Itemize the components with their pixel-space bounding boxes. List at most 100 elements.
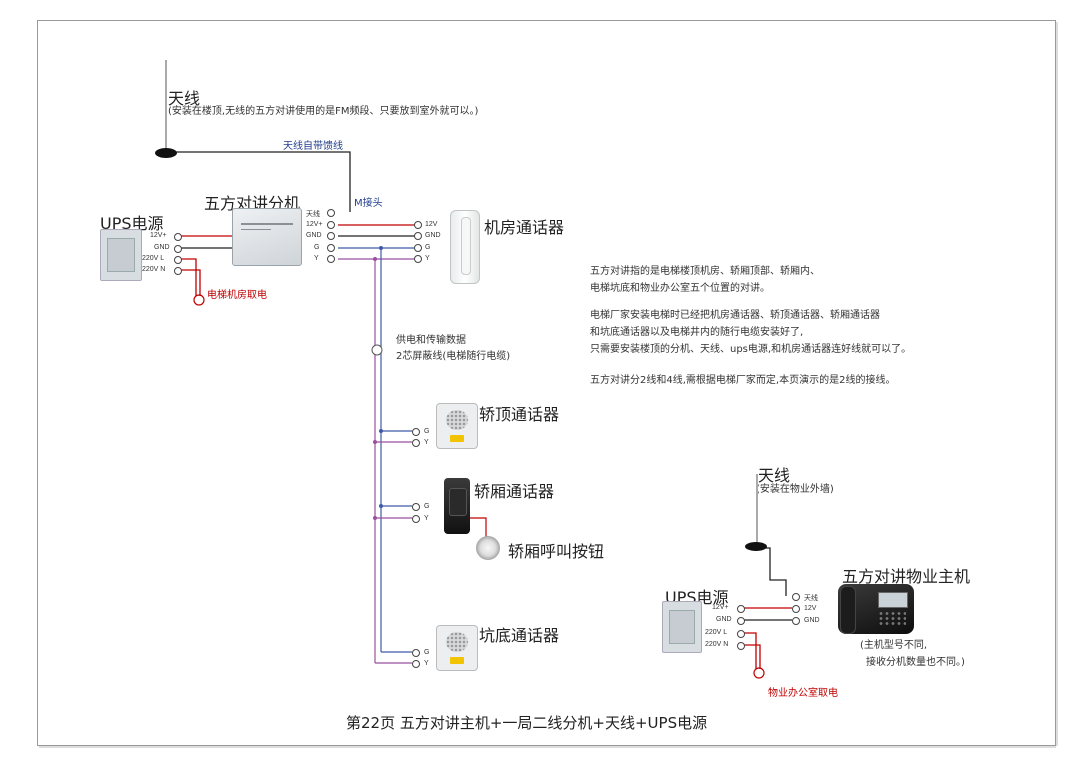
ups-right-term-3: 220V N xyxy=(705,641,729,648)
ups-right-power-note: 物业办公室取电 xyxy=(768,688,838,699)
split-term-r2: GND xyxy=(306,232,322,239)
cartop-terminal-icon xyxy=(412,439,420,447)
machine-room-phone xyxy=(450,210,480,284)
page-shadow-bottom xyxy=(39,746,1056,748)
split-terminal-icon xyxy=(327,232,335,240)
car-intercom-device xyxy=(444,478,470,534)
wire-ups-220l xyxy=(180,258,197,296)
pit-title: 坑底通话器 xyxy=(479,626,560,645)
antenna-top-title: 天线 xyxy=(168,89,201,108)
split-term-r3: G xyxy=(314,244,320,251)
wire-ups2-220n xyxy=(744,644,761,669)
cable-marker xyxy=(371,344,383,356)
desc-line: 只需要安装楼顶的分机、天线、ups电源,和机房通话器连好线就可以了。 xyxy=(590,344,912,355)
page-shadow-right xyxy=(1056,22,1058,746)
car-terminal-icon xyxy=(412,515,420,523)
host-term-2: GND xyxy=(804,617,820,624)
antenna-top-note: (安装在楼顶,无线的五方对讲使用的是FM频段、只要放到室外就可以。) xyxy=(168,106,479,117)
ups-left-device xyxy=(100,229,142,281)
car-top-title: 轿顶通话器 xyxy=(479,405,560,424)
desc-line: 电梯厂家安装电梯时已经把机房通话器、轿顶通话器、轿厢通话器 xyxy=(590,310,880,321)
host-term-0: 天线 xyxy=(804,595,818,602)
cartop-term-0: G xyxy=(424,428,430,435)
desc-line: 和坑底通话器以及电梯井内的随行电缆安装好了, xyxy=(590,327,804,338)
mr-terminal-icon xyxy=(414,221,422,229)
pit-term-1: Y xyxy=(424,660,429,667)
split-term-r0: 天线 xyxy=(306,211,320,218)
mr-term-3: Y xyxy=(425,255,430,262)
car-term-1: Y xyxy=(424,515,429,522)
split-term-r4: Y xyxy=(314,255,319,262)
pit-terminal-icon xyxy=(412,660,420,668)
feeder-right xyxy=(756,547,787,596)
page-caption: 第22页 五方对讲主机+一局二线分机+天线+UPS电源 xyxy=(346,714,708,732)
ups-terminal-icon xyxy=(174,256,182,264)
mr-term-1: GND xyxy=(425,232,441,239)
mr-terminal-icon xyxy=(414,232,422,240)
mr-terminal-icon xyxy=(414,244,422,252)
car-top-speaker xyxy=(436,403,478,449)
host-note-2: 接收分机数量也不同。) xyxy=(866,657,965,668)
antenna-right-note: (安装在物业外墙) xyxy=(756,484,834,495)
mr-term-0: 12V xyxy=(425,221,438,228)
desc-line: 电梯坑底和物业办公室五个位置的对讲。 xyxy=(590,283,770,294)
power-plug-right xyxy=(753,667,765,679)
car-title: 轿厢通话器 xyxy=(474,482,555,501)
split-terminal-icon xyxy=(327,221,335,229)
host-title: 五方对讲物业主机 xyxy=(842,567,971,586)
car-term-0: G xyxy=(424,503,430,510)
antenna-base-right xyxy=(745,542,767,551)
feeder-label: 天线自带馈线 xyxy=(283,141,343,152)
mr-terminal-icon xyxy=(414,255,422,263)
cable-label-1: 供电和传输数据 xyxy=(396,335,466,346)
car-terminal-icon xyxy=(412,503,420,511)
connector-label: M接头 xyxy=(354,198,383,209)
cartop-term-1: Y xyxy=(424,439,429,446)
ups2-terminal-icon xyxy=(737,630,745,638)
desc-line: 五方对讲指的是电梯楼顶机房、轿厢顶部、轿厢内、 xyxy=(590,266,820,277)
host-term-1: 12V xyxy=(804,605,817,612)
desc-line: 五方对讲分2线和4线,需根据电梯厂家而定,本页演示的是2线的接线。 xyxy=(590,375,896,386)
page-border xyxy=(37,20,1056,746)
antenna-rod-right xyxy=(756,474,758,544)
split-terminal-icon xyxy=(327,255,335,263)
cartop-terminal-icon xyxy=(412,428,420,436)
ups2-terminal-icon xyxy=(737,617,745,625)
machine-room-title: 机房通话器 xyxy=(484,218,565,237)
ups-right-term-0: 12V+ xyxy=(712,604,729,611)
ups-right-term-2: 220V L xyxy=(705,629,728,636)
pit-terminal-icon xyxy=(412,649,420,657)
splitter-device xyxy=(232,208,302,266)
ups-terminal-icon xyxy=(174,245,182,253)
host-terminal-icon xyxy=(792,617,800,625)
ups-terminal-icon xyxy=(174,233,182,241)
feeder-top xyxy=(172,151,351,212)
antenna-right-title: 天线 xyxy=(758,466,791,485)
ups2-terminal-icon xyxy=(737,642,745,650)
ups-right-term-1: GND xyxy=(716,616,732,623)
call-button-title: 轿厢呼叫按钮 xyxy=(508,542,605,561)
host-note-1: (主机型号不同, xyxy=(860,640,928,651)
host-terminal-icon xyxy=(792,593,800,601)
ups2-terminal-icon xyxy=(737,605,745,613)
antenna-rod-top xyxy=(165,60,167,152)
ups-left-term-1: GND xyxy=(154,244,170,251)
ups-left-title: UPS电源 xyxy=(100,214,164,233)
split-term-r1: 12V+ xyxy=(306,221,323,228)
wire-ups2-220l xyxy=(744,632,757,669)
antenna-base-top xyxy=(155,148,177,158)
wire-car-button xyxy=(470,517,487,538)
ups-left-term-3: 220V N xyxy=(142,266,166,273)
cable-label-2: 2芯屏蔽线(电梯随行电缆) xyxy=(396,351,511,362)
ups-left-term-0: 12V+ xyxy=(150,232,167,239)
call-button-icon xyxy=(476,536,500,560)
wire-ups-220n xyxy=(180,269,201,296)
pit-term-0: G xyxy=(424,649,430,656)
mr-term-2: G xyxy=(425,244,431,251)
ups-terminal-icon xyxy=(174,267,182,275)
host-terminal-icon xyxy=(792,605,800,613)
split-terminal-icon xyxy=(327,209,335,217)
host-phone-device xyxy=(838,584,914,634)
